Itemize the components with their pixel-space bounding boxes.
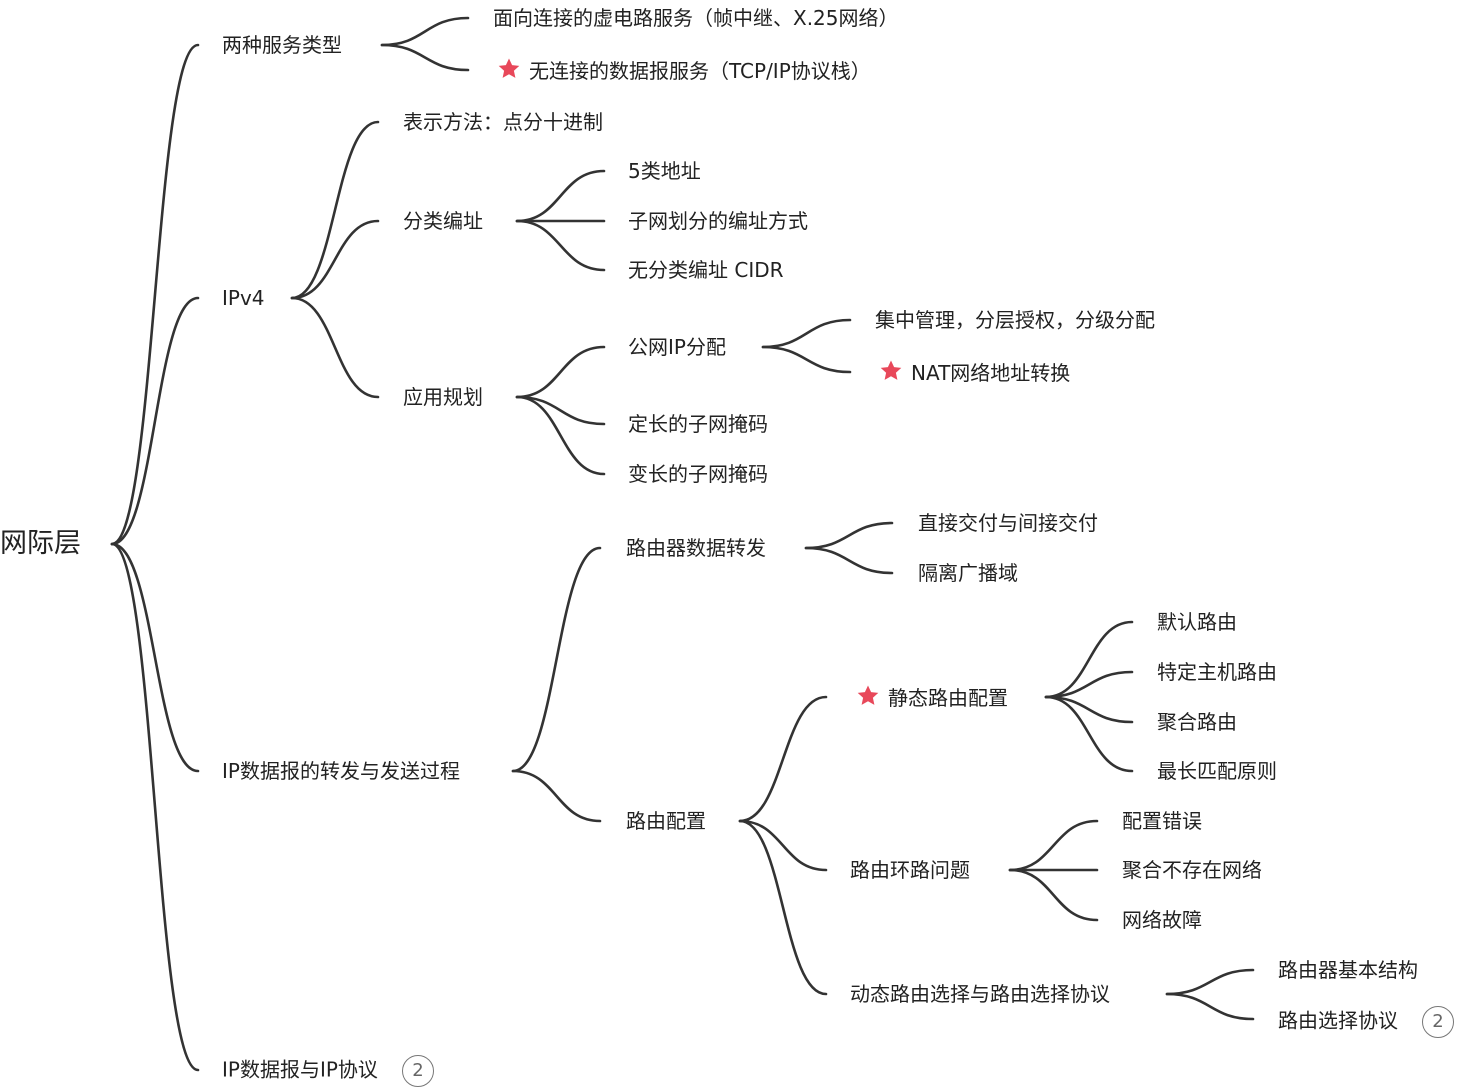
node-datagram-service[interactable]: 无连接的数据报服务（TCP/IP协议栈） xyxy=(497,57,871,84)
node-dynamic-routing[interactable]: 动态路由选择与路由选择协议 xyxy=(850,982,1110,1006)
connector-line xyxy=(110,542,200,773)
node-variable-mask[interactable]: 变长的子网掩码 xyxy=(628,462,768,486)
node-central-mgmt[interactable]: 集中管理，分层授权，分级分配 xyxy=(875,308,1155,332)
connector-line xyxy=(380,43,470,72)
node-nat[interactable]: NAT网络地址转换 xyxy=(879,359,1070,386)
node-default-route[interactable]: 默认路由 xyxy=(1157,610,1237,634)
connector-line xyxy=(110,542,200,1072)
node-label: 无连接的数据报服务（TCP/IP协议栈） xyxy=(529,59,871,83)
node-cidr[interactable]: 无分类编址 CIDR xyxy=(628,258,784,282)
node-broadcast-isolation[interactable]: 隔离广播域 xyxy=(918,561,1018,585)
node-label: NAT网络地址转换 xyxy=(911,361,1071,385)
node-five-classes[interactable]: 5类地址 xyxy=(628,159,701,183)
node-public-ip[interactable]: 公网IP分配 xyxy=(628,335,726,359)
node-subnetting[interactable]: 子网划分的编址方式 xyxy=(628,209,808,233)
connector-line xyxy=(515,395,606,476)
node-aggregate-route[interactable]: 聚合路由 xyxy=(1157,710,1237,734)
connector-line xyxy=(515,169,606,223)
node-static-route[interactable]: 静态路由配置 xyxy=(856,684,1008,711)
connector-line xyxy=(511,769,602,823)
node-ip-datagram[interactable]: IP数据报与IP协议 2 xyxy=(222,1055,434,1087)
node-route-config[interactable]: 路由配置 xyxy=(626,809,706,833)
connector-line xyxy=(804,521,894,550)
connector-line xyxy=(290,296,380,399)
connector-line xyxy=(738,695,828,823)
connector-line xyxy=(515,345,606,399)
connector-line xyxy=(1044,670,1134,699)
node-classful[interactable]: 分类编址 xyxy=(403,209,483,233)
connector-line xyxy=(290,120,380,300)
node-routing-protocol[interactable]: 路由选择协议 2 xyxy=(1278,1006,1454,1038)
node-network-fault[interactable]: 网络故障 xyxy=(1122,908,1202,932)
connector-line xyxy=(1044,695,1134,773)
node-host-route[interactable]: 特定主机路由 xyxy=(1157,660,1277,684)
node-planning[interactable]: 应用规划 xyxy=(403,385,483,409)
node-direct-indirect[interactable]: 直接交付与间接交付 xyxy=(918,511,1098,535)
node-label: 路由选择协议 xyxy=(1278,1008,1398,1033)
connector-line xyxy=(511,546,602,773)
connector-line xyxy=(515,219,606,272)
connector-line xyxy=(515,395,606,426)
connector-line xyxy=(1008,868,1099,922)
connector-line xyxy=(1165,968,1255,996)
connector-line xyxy=(804,546,894,575)
collapsed-count-badge[interactable]: 2 xyxy=(1422,1006,1454,1038)
connector-line xyxy=(761,345,852,374)
node-longest-match[interactable]: 最长匹配原则 xyxy=(1157,759,1277,783)
connector-line xyxy=(1008,819,1099,872)
connector-line xyxy=(380,16,470,47)
node-fixed-mask[interactable]: 定长的子网掩码 xyxy=(628,412,768,436)
node-nonexistent-net[interactable]: 聚合不存在网络 xyxy=(1122,858,1262,882)
node-virtual-circuit[interactable]: 面向连接的虚电路服务（帧中继、X.25网络） xyxy=(493,6,899,30)
node-label: IP数据报与IP协议 xyxy=(222,1057,378,1082)
node-ipv4[interactable]: IPv4 xyxy=(222,286,265,310)
connector-line xyxy=(738,819,828,872)
node-router-structure[interactable]: 路由器基本结构 xyxy=(1278,958,1418,982)
node-router-forwarding[interactable]: 路由器数据转发 xyxy=(626,536,766,560)
star-icon xyxy=(857,685,879,705)
node-forwarding[interactable]: IP数据报的转发与发送过程 xyxy=(222,759,460,783)
node-label: 静态路由配置 xyxy=(888,686,1008,710)
connector-line xyxy=(738,819,828,996)
connector-line xyxy=(110,43,200,546)
star-icon xyxy=(498,58,520,78)
connector-line xyxy=(1044,620,1134,699)
connector-line xyxy=(110,296,200,546)
connector-line xyxy=(1165,992,1255,1021)
connector-line xyxy=(761,318,852,349)
node-config-error[interactable]: 配置错误 xyxy=(1122,809,1202,833)
connector-line xyxy=(290,219,380,300)
node-representation[interactable]: 表示方法：点分十进制 xyxy=(403,110,603,134)
node-service-types[interactable]: 两种服务类型 xyxy=(222,33,342,57)
star-icon xyxy=(880,360,902,380)
collapsed-count-badge[interactable]: 2 xyxy=(401,1055,434,1087)
connector-line xyxy=(1044,695,1134,724)
root-node[interactable]: 网际层 xyxy=(0,528,81,559)
node-routing-loop[interactable]: 路由环路问题 xyxy=(850,858,970,882)
